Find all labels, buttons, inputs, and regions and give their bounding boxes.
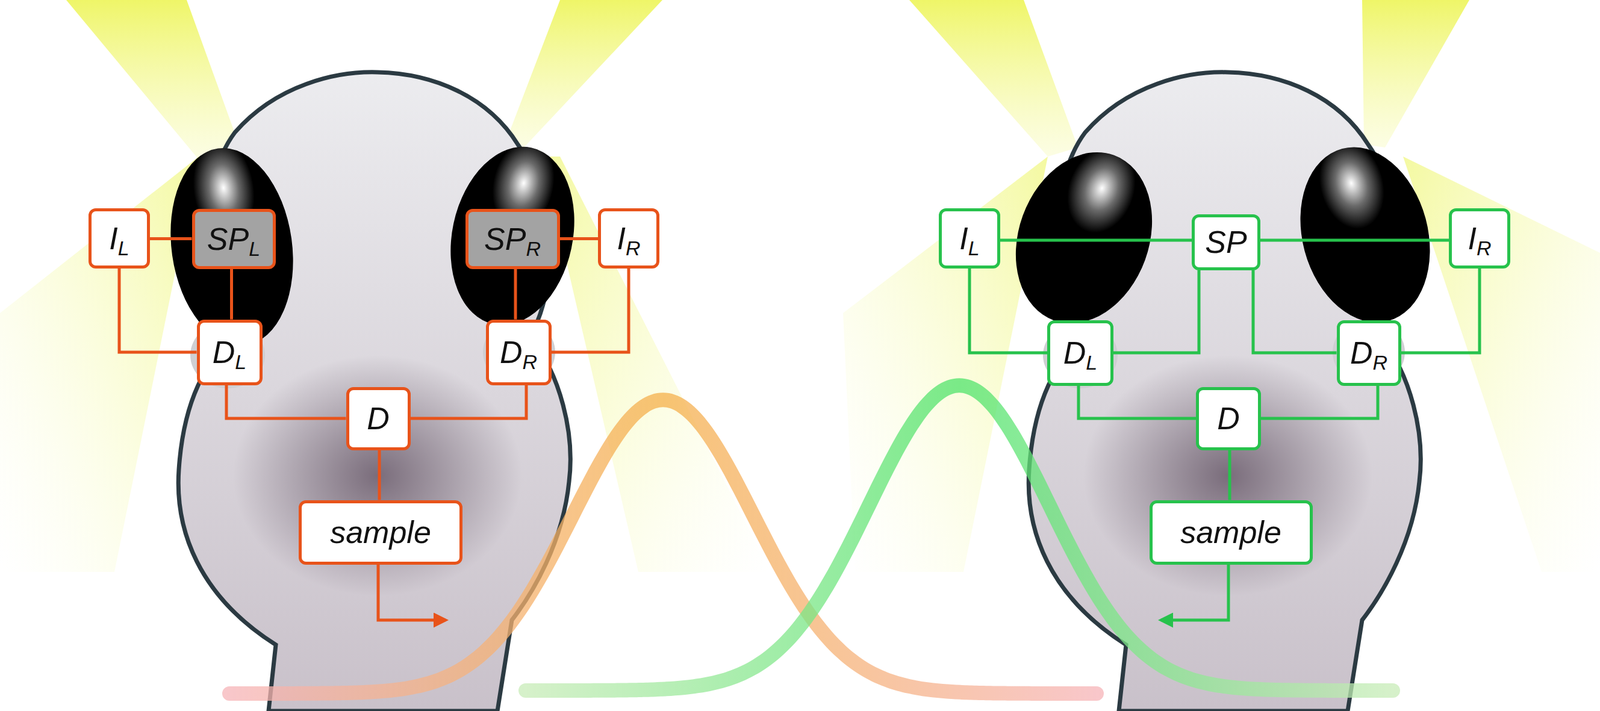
connector-line bbox=[226, 385, 347, 420]
sample-arrow bbox=[1161, 564, 1229, 621]
process-box: D bbox=[346, 387, 411, 451]
node-label: IR bbox=[616, 222, 641, 255]
process-box: sample bbox=[298, 500, 463, 565]
connector-line bbox=[1260, 385, 1378, 420]
node-label: DR bbox=[499, 336, 538, 368]
connector-line bbox=[410, 385, 527, 420]
zebrafish-head bbox=[158, 72, 591, 711]
process-box: DL bbox=[196, 319, 263, 386]
node-label: IR bbox=[1467, 222, 1492, 255]
node-label: sample bbox=[1180, 516, 1282, 548]
connector-line bbox=[1000, 239, 1192, 243]
connector-line bbox=[230, 269, 234, 320]
process-box: DR bbox=[485, 319, 552, 386]
process-box: SP bbox=[1191, 214, 1261, 271]
node-label: SPL bbox=[207, 223, 261, 255]
node-label: DL bbox=[212, 336, 247, 368]
signal-box: SPL bbox=[192, 208, 276, 270]
connector-line bbox=[969, 268, 1048, 353]
sample-arrow bbox=[378, 564, 446, 621]
process-box: DR bbox=[1336, 320, 1402, 386]
process-box: IR bbox=[1448, 208, 1511, 269]
signal-box: SPR bbox=[465, 208, 561, 270]
process-box: IL bbox=[88, 208, 150, 269]
connector-line bbox=[514, 269, 518, 320]
process-box: DL bbox=[1047, 320, 1114, 386]
process-box: IR bbox=[597, 208, 660, 269]
eye bbox=[992, 133, 1176, 343]
connector-line bbox=[551, 268, 630, 353]
node-label: D bbox=[1217, 402, 1240, 435]
connector-line bbox=[378, 450, 382, 501]
connector-line bbox=[1113, 270, 1199, 354]
connector-line bbox=[1078, 385, 1196, 420]
node-label: SPR bbox=[484, 223, 541, 255]
process-box: sample bbox=[1149, 500, 1313, 565]
node-label: SP bbox=[1204, 226, 1247, 258]
process-box: D bbox=[1195, 387, 1261, 451]
process-box: IL bbox=[938, 208, 1001, 269]
node-label: sample bbox=[329, 516, 432, 548]
connector-line bbox=[560, 237, 599, 241]
node-label: DL bbox=[1063, 337, 1098, 369]
node-label: D bbox=[366, 402, 390, 435]
connector-line bbox=[1401, 268, 1481, 353]
node-label: DR bbox=[1350, 337, 1388, 369]
distribution-curves bbox=[229, 385, 1393, 694]
node-label: IL bbox=[108, 222, 129, 255]
connector-line bbox=[1228, 450, 1232, 501]
connector-line bbox=[1260, 239, 1449, 243]
node-label: IL bbox=[959, 222, 980, 255]
distribution-curve bbox=[525, 385, 1393, 691]
connector-line bbox=[119, 268, 197, 353]
connector-line bbox=[1253, 270, 1337, 354]
connector-line bbox=[149, 237, 193, 241]
eye bbox=[1281, 132, 1449, 338]
